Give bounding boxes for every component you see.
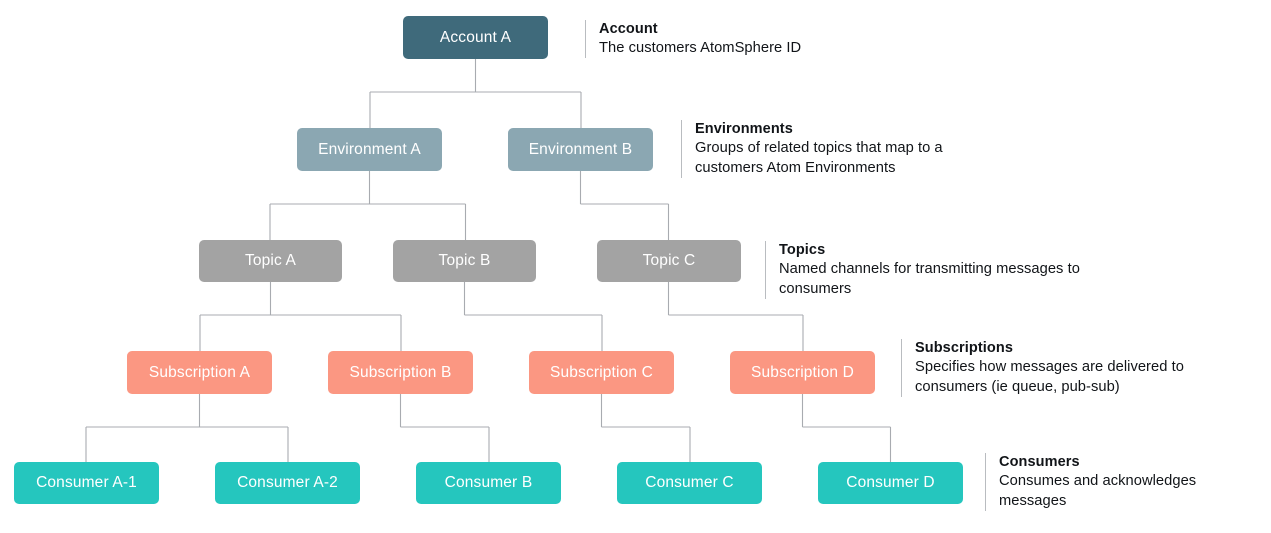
node-environment-1[interactable]: Environment A xyxy=(297,128,442,171)
node-consumer-1[interactable]: Consumer A-1 xyxy=(14,462,159,504)
legend-description: Named channels for transmitting messages… xyxy=(779,261,1080,297)
node-label: Environment A xyxy=(318,140,421,158)
node-topic-1[interactable]: Topic A xyxy=(199,240,342,282)
node-label: Subscription A xyxy=(148,363,251,381)
legend-rule xyxy=(901,339,902,397)
connector-path xyxy=(269,171,467,240)
legend-rule xyxy=(765,241,766,299)
legend-rule xyxy=(585,20,586,58)
connector-path xyxy=(801,394,892,462)
node-consumer-3[interactable]: Consumer B xyxy=(416,462,561,504)
node-label: Consumer A-1 xyxy=(36,474,137,492)
legend-title: Account xyxy=(599,21,658,37)
legend-description: Consumes and acknowledges messages xyxy=(999,473,1197,509)
connector-path xyxy=(579,171,670,240)
node-subscription-4[interactable]: Subscription D xyxy=(730,351,875,394)
connector-path xyxy=(463,282,603,351)
node-label: Topic B xyxy=(438,252,491,270)
node-label: Topic A xyxy=(244,252,297,270)
node-topic-2[interactable]: Topic B xyxy=(393,240,536,282)
node-label: Subscription D xyxy=(751,363,854,381)
node-label: Environment B xyxy=(528,140,633,158)
node-label: Topic C xyxy=(642,252,696,270)
legend-title: Consumers xyxy=(999,454,1080,470)
node-environment-2[interactable]: Environment B xyxy=(508,128,653,171)
legend-description: Groups of related topics that map to a c… xyxy=(695,140,943,176)
node-account-1[interactable]: Account A xyxy=(403,16,548,59)
node-label: Account A xyxy=(439,28,512,46)
connector-path xyxy=(600,394,691,462)
legend-title: Subscriptions xyxy=(915,340,1013,356)
node-topic-3[interactable]: Topic C xyxy=(597,240,741,282)
node-label: Consumer B xyxy=(444,474,533,492)
legend-description: Specifies how messages are delivered to … xyxy=(915,359,1184,395)
connector-path xyxy=(199,282,402,351)
node-consumer-2[interactable]: Consumer A-2 xyxy=(215,462,360,504)
legend-title: Environments xyxy=(695,121,793,137)
connector-path xyxy=(399,394,490,462)
node-label: Consumer C xyxy=(645,474,734,492)
node-subscription-1[interactable]: Subscription A xyxy=(127,351,272,394)
node-label: Subscription C xyxy=(550,363,653,381)
node-consumer-4[interactable]: Consumer C xyxy=(617,462,762,504)
connector-path xyxy=(369,59,582,128)
node-label: Consumer A-2 xyxy=(237,474,338,492)
legend-description: The customers AtomSphere ID xyxy=(599,40,802,56)
node-subscription-3[interactable]: Subscription C xyxy=(529,351,674,394)
node-subscription-2[interactable]: Subscription B xyxy=(328,351,473,394)
connector-path xyxy=(85,394,289,462)
node-consumer-5[interactable]: Consumer D xyxy=(818,462,963,504)
legend-title: Topics xyxy=(779,242,826,258)
legend-rule xyxy=(985,453,986,511)
node-label: Subscription B xyxy=(349,363,452,381)
node-label: Consumer D xyxy=(846,474,935,492)
legend-rule xyxy=(681,120,682,178)
